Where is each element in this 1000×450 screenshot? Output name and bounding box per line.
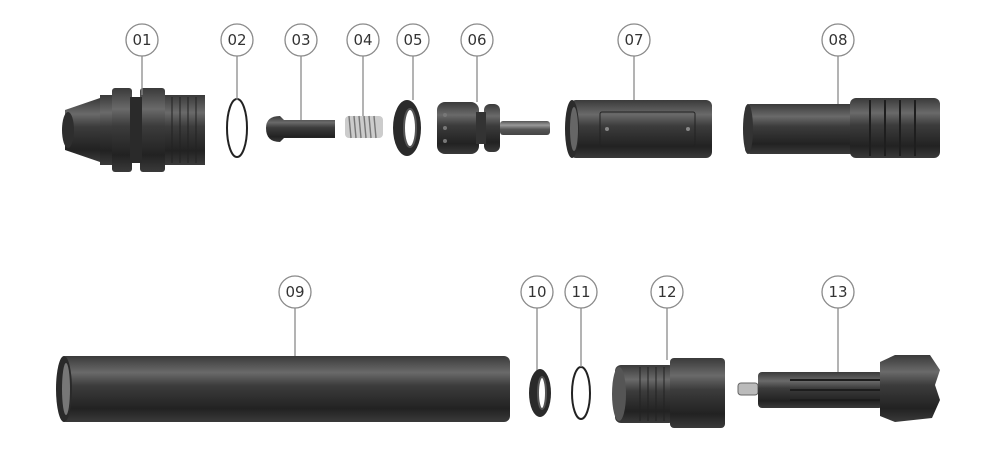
part-12-chuck: [612, 358, 725, 428]
svg-text:10: 10: [527, 283, 546, 301]
part-06-gas-distributor: [437, 102, 550, 154]
svg-text:08: 08: [828, 31, 847, 49]
part-09-outer-tube: [56, 356, 510, 422]
svg-text:07: 07: [624, 31, 643, 49]
callout-05: 05: [396, 23, 430, 100]
callout-12: 12: [650, 275, 684, 360]
callout-01: 01: [125, 23, 159, 95]
callout-06: 06: [460, 23, 494, 102]
svg-text:05: 05: [403, 31, 422, 49]
callout-10: 10: [520, 275, 554, 370]
part-08-piston: [743, 98, 940, 158]
part-03-check-valve: [266, 116, 335, 142]
callout-11: 11: [564, 275, 598, 367]
callout-09: 09: [278, 275, 312, 356]
svg-text:04: 04: [353, 31, 372, 49]
part-10-retaining-ring: [529, 369, 551, 417]
svg-text:12: 12: [657, 283, 676, 301]
part-04-spring: [345, 115, 383, 139]
part-02-o-ring: [226, 98, 248, 158]
svg-text:11: 11: [571, 283, 590, 301]
svg-text:06: 06: [467, 31, 486, 49]
part-11-o-ring: [571, 366, 591, 420]
part-01-top-sub: [62, 88, 205, 172]
callout-02: 02: [220, 23, 254, 100]
part-13-drill-bit: [737, 355, 940, 422]
callout-08: 08: [821, 23, 855, 104]
svg-text:09: 09: [285, 283, 304, 301]
callout-07: 07: [617, 23, 651, 100]
part-07-cylinder: [565, 100, 712, 158]
callout-04: 04: [346, 23, 380, 116]
callout-13: 13: [821, 275, 855, 372]
part-05-seal-ring: [393, 100, 421, 156]
svg-text:01: 01: [132, 31, 151, 49]
callout-03: 03: [284, 23, 318, 120]
svg-text:03: 03: [291, 31, 310, 49]
svg-text:13: 13: [828, 283, 847, 301]
svg-text:02: 02: [227, 31, 246, 49]
